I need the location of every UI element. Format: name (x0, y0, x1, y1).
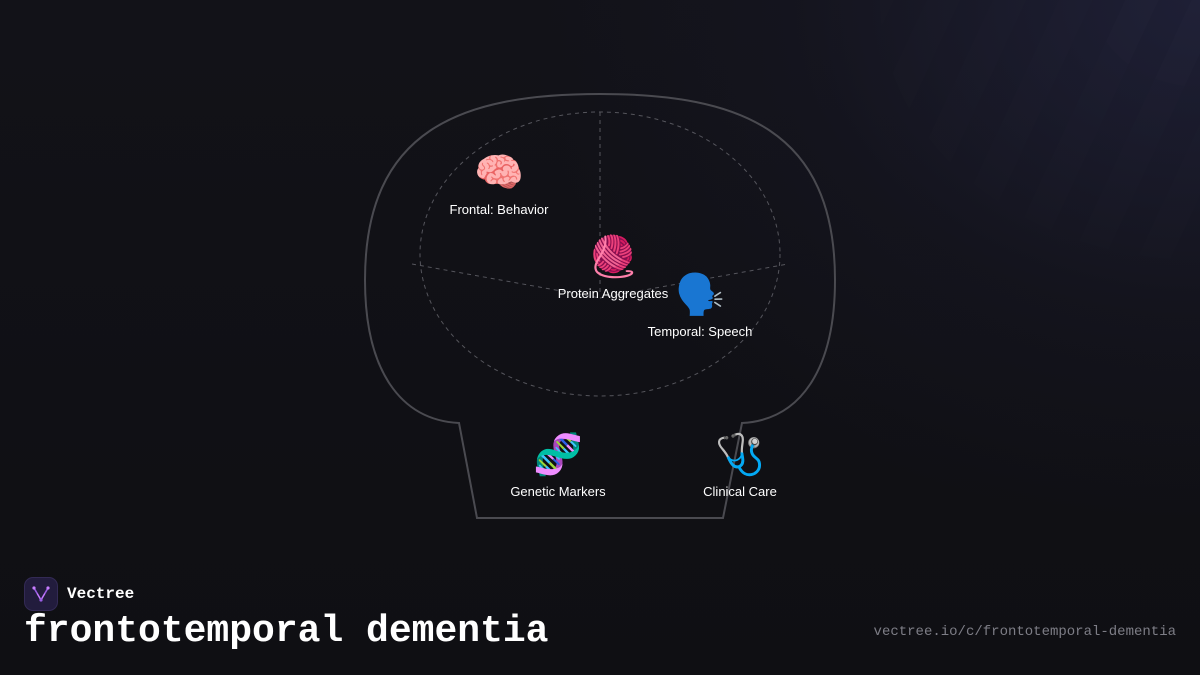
node-genetic-markers: 🧬 Genetic Markers (510, 432, 605, 499)
node-label: Protein Aggregates (557, 286, 669, 301)
dna-icon: 🧬 (533, 432, 583, 478)
node-label: Clinical Care (703, 484, 777, 499)
node-clinical-care: 🩺 Clinical Care (703, 432, 777, 499)
node-frontal-behavior: 🧠 Frontal: Behavior (450, 150, 549, 217)
brand-name: Vectree (67, 585, 135, 603)
page-url: vectree.io/c/frontotemporal-dementia (873, 624, 1176, 640)
node-temporal-speech: 🗣️ Temporal: Speech (648, 272, 753, 339)
vectree-logo-icon (24, 577, 58, 611)
node-protein-aggregates: 🧶 Protein Aggregates (558, 234, 669, 301)
brand: Vectree (24, 577, 134, 611)
node-label: Frontal: Behavior (449, 202, 549, 217)
node-label: Genetic Markers (510, 484, 606, 499)
speaking-head-icon: 🗣️ (675, 272, 725, 318)
brain-icon: 🧠 (474, 150, 524, 196)
node-label: Temporal: Speech (647, 324, 753, 339)
page-title: frontotemporal dementia (24, 610, 549, 653)
stethoscope-icon: 🩺 (715, 432, 765, 478)
yarn-ball-icon: 🧶 (588, 234, 638, 280)
head-outline (363, 92, 837, 519)
